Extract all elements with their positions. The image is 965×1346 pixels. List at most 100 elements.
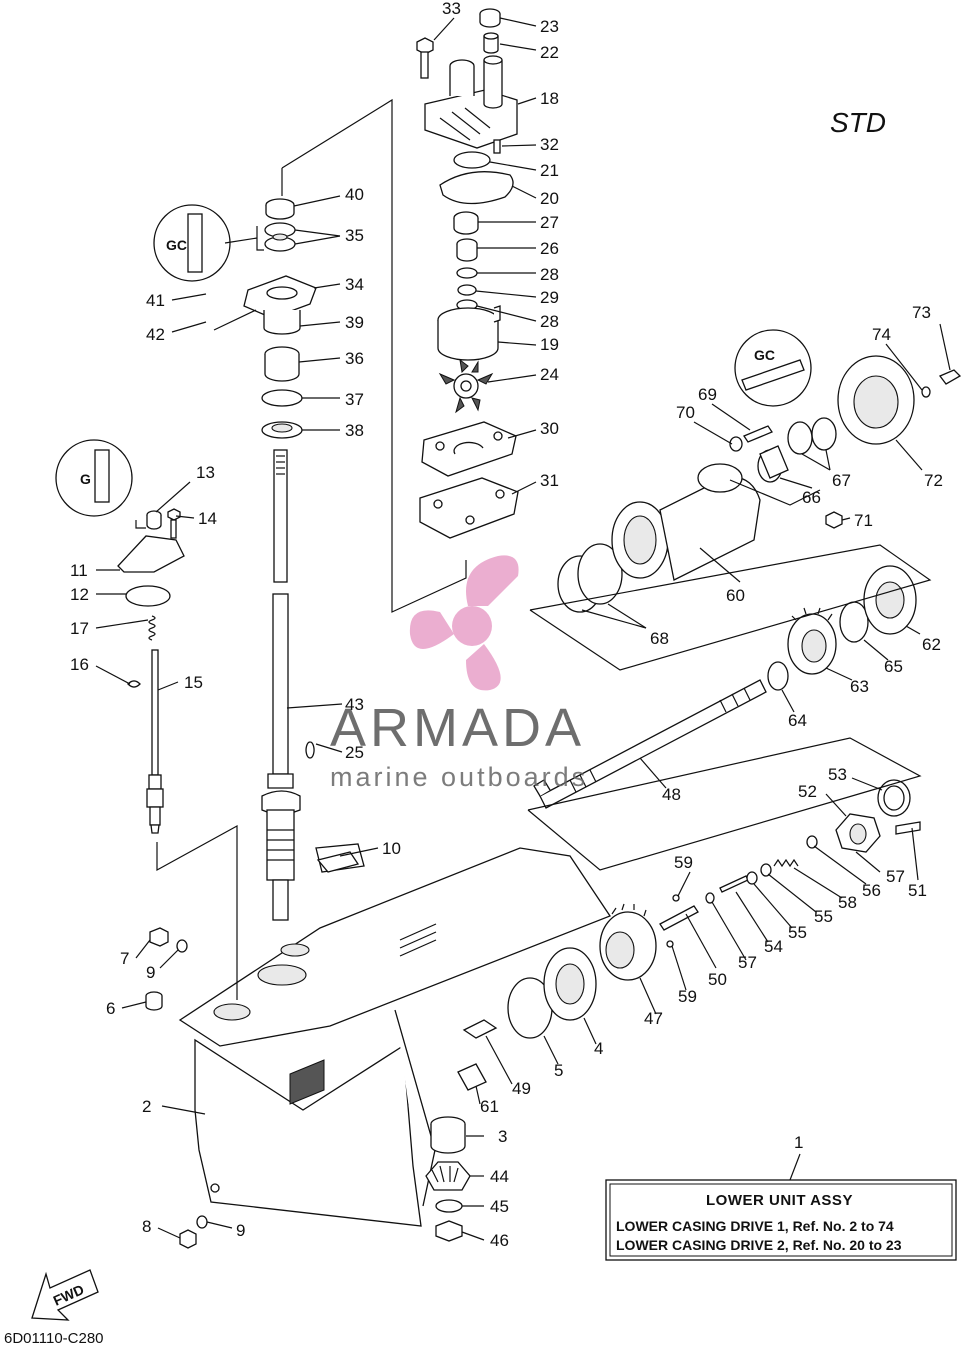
callout-29: 29: [540, 288, 559, 307]
callout-28: 28: [540, 265, 559, 284]
callout-45: 45: [490, 1197, 509, 1216]
part-6-dowel: [145, 991, 163, 1011]
callout-46: 46: [490, 1231, 509, 1250]
part-65-shim: [839, 601, 869, 643]
part-66-needle-bearing: [757, 445, 789, 483]
callout-31: 31: [540, 471, 559, 490]
part-11-shift-housing: [117, 535, 185, 573]
callout-25: 25: [345, 743, 364, 762]
leader-lines: [95, 17, 951, 1241]
fwd-arrow-icon: FWD: [31, 1269, 99, 1321]
variant-label: STD: [830, 107, 886, 138]
callout-15: 15: [184, 673, 203, 692]
clutch-group: [835, 779, 921, 853]
callout-23: 23: [540, 17, 559, 36]
sealant-callout-left: G: [55, 439, 133, 517]
callout-36: 36: [345, 349, 364, 368]
part-2-lower-casing: [178, 843, 611, 1227]
part-32-pin: [493, 139, 501, 154]
callout-66: 66: [802, 488, 821, 507]
part-70-washer: [729, 436, 743, 452]
part-25-key: [305, 741, 315, 759]
callout-17: 17: [70, 619, 89, 638]
part-37-shim: [261, 389, 303, 407]
part-16-clip: [127, 680, 141, 688]
callout-3: 3: [498, 1127, 507, 1146]
part-51-pin: [895, 821, 921, 835]
svg-text:GC: GC: [754, 347, 775, 363]
callout-37: 37: [345, 390, 364, 409]
callout-63: 63: [850, 677, 869, 696]
callout-numbers: 33 23 22 18 32 21 20 27 26 28 29 28 19 2…: [70, 0, 943, 1250]
callout-12: 12: [70, 585, 89, 604]
callout-34: 34: [345, 275, 364, 294]
part-56-ring: [806, 835, 818, 849]
part-45-shim: [435, 1199, 463, 1213]
group-outlines: [135, 98, 932, 1000]
part-26-collar: [456, 238, 478, 262]
callout-11: 11: [70, 561, 88, 580]
part-58-spring: [773, 858, 799, 868]
callout-68: 68: [650, 629, 669, 648]
svg-text:G: G: [80, 471, 91, 487]
callout-40: 40: [345, 185, 364, 204]
part-55-ball-b: [760, 863, 772, 877]
part-18-pump-housing: [424, 55, 518, 149]
callout-72: 72: [924, 471, 943, 490]
callout-58: 58: [838, 893, 857, 912]
part-49-cam: [462, 1019, 498, 1039]
part-68-o-rings: [557, 543, 623, 613]
part-34-seal-housing: [243, 275, 317, 319]
part-8-plug: [179, 1229, 197, 1249]
callout-6: 6: [106, 999, 115, 1018]
part-33-bolt: [416, 37, 434, 79]
callout-21: 21: [540, 161, 559, 180]
callout-62: 62: [922, 635, 941, 654]
part-9-washer: [176, 939, 188, 953]
callout-9-lower: 9: [236, 1221, 245, 1240]
part-29-ring: [457, 284, 477, 296]
watermark: ARMADA marine outboards: [330, 555, 585, 792]
watermark-title: ARMADA: [330, 698, 585, 758]
drive-shaft-group: [243, 198, 317, 921]
part-39-collar: [263, 310, 301, 335]
callout-4: 4: [594, 1039, 603, 1058]
callout-70: 70: [676, 403, 695, 422]
callout-60: 60: [726, 586, 745, 605]
callout-33: 33: [442, 0, 461, 18]
callout-10: 10: [382, 839, 401, 858]
callout-14: 14: [198, 509, 217, 528]
part-38-thrust-washer: [261, 421, 303, 439]
callout-30: 30: [540, 419, 559, 438]
water-pump-group: [416, 8, 519, 539]
callout-56: 56: [862, 881, 881, 900]
part-52-dog-clutch: [835, 813, 881, 853]
callout-52: 52: [798, 782, 817, 801]
part-59-ball: [672, 894, 680, 902]
callout-61: 61: [480, 1097, 499, 1116]
part-23-grommet: [479, 8, 501, 28]
part-54-pin: [719, 875, 749, 893]
part-19-impeller-housing: [437, 305, 501, 361]
part-74-washer: [921, 386, 931, 398]
part-20-insert: [439, 171, 514, 205]
part-72-cap: [837, 355, 915, 445]
part-63-reverse-gear: [787, 607, 837, 675]
callout-26: 26: [540, 239, 559, 258]
callout-59: 59: [674, 853, 693, 872]
part-57-ring: [705, 892, 715, 904]
part-15-shift-rod: [146, 649, 164, 834]
callout-47: 47: [644, 1009, 663, 1028]
legend-title: LOWER UNIT ASSY: [706, 1192, 853, 1209]
part-48-propeller-shaft: [533, 679, 767, 809]
callout-32: 32: [540, 135, 559, 154]
callout-74: 74: [872, 325, 891, 344]
callout-69: 69: [698, 385, 717, 404]
legend-number: 1: [794, 1133, 803, 1152]
part-53-spring: [877, 779, 911, 817]
reverse-gear-group: [557, 355, 962, 691]
part-31-gasket: [419, 477, 519, 539]
callout-51: 51: [908, 881, 927, 900]
forward-gear-group: [507, 835, 818, 1039]
callout-71: 71: [854, 511, 873, 530]
